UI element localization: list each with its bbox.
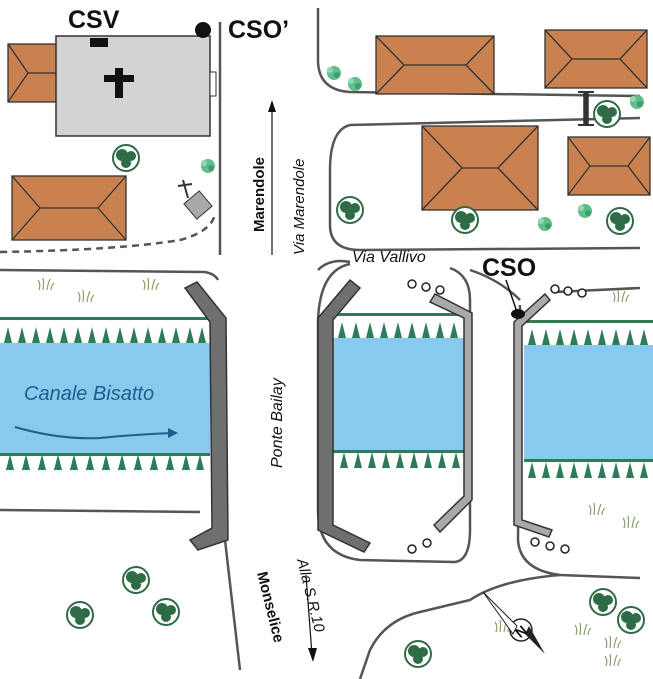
ponte-bailay-label: Ponte Bailay [269, 377, 286, 468]
grave-cross-icon [183, 190, 213, 220]
flow-arrowhead-icon [168, 428, 178, 438]
canal-water [0, 338, 653, 459]
monselice-direction-arrow [305, 574, 317, 662]
via-vallivo-label: Via Vallivo [352, 249, 426, 266]
compass-north-icon [482, 591, 545, 654]
cso-prime-dot-icon [195, 22, 211, 38]
cso-leader-line [505, 279, 518, 313]
cso-dot-icon [511, 309, 525, 319]
cso-label: CSO [482, 254, 536, 282]
marendole-label: Marendole [251, 157, 268, 232]
flow-arrow [14, 426, 176, 440]
alla-sr10-label: Alla S.R.10 [293, 556, 328, 635]
monselice-label: Monselice [253, 570, 287, 644]
bridge-walls [183, 91, 594, 553]
cemetery-path [0, 214, 217, 254]
house-top-mid [375, 35, 495, 95]
grave-cross-mark [177, 179, 193, 199]
outfall-circles [407, 279, 587, 554]
house-right [567, 136, 651, 196]
road-lines [0, 8, 641, 679]
house-mid-left [11, 175, 127, 241]
canale-bisatto-label: Canale Bisatto [24, 383, 154, 405]
reed-banks [0, 313, 653, 478]
cso-prime-label: CSO’ [228, 16, 289, 44]
church-building [55, 35, 217, 137]
via-marendole-label: Via Marendole [291, 159, 308, 255]
house-top-right [544, 29, 648, 89]
marendole-direction-arrow [268, 100, 276, 255]
house-center-right [421, 125, 539, 211]
csv-label: CSV [68, 6, 120, 34]
cross-icon [104, 68, 134, 98]
